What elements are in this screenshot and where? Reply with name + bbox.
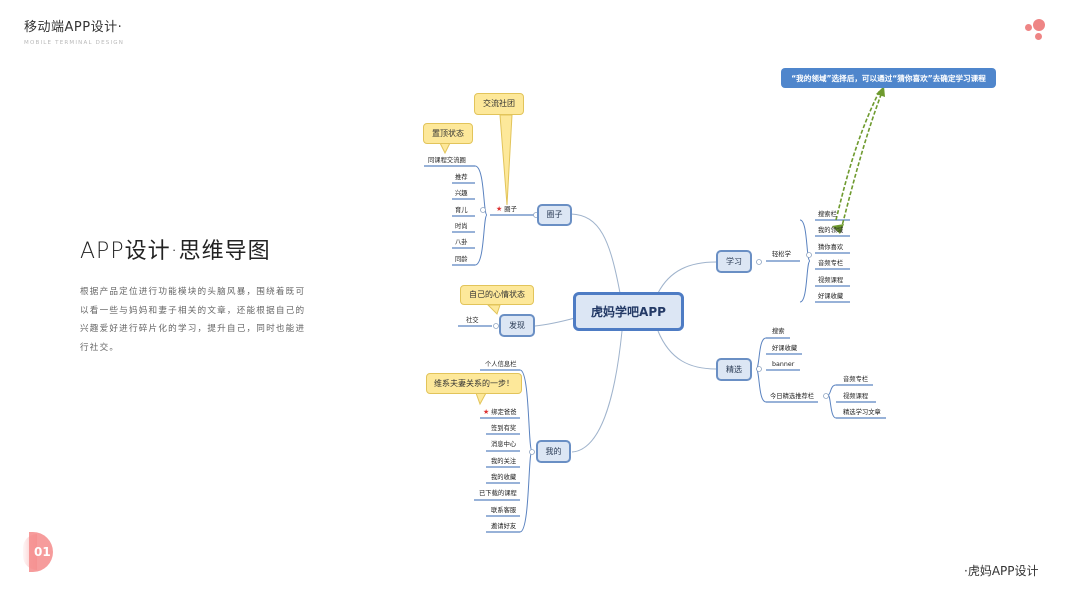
footer-brand: ·虎妈APP设计 [964, 564, 1039, 578]
leaf-item[interactable]: 我的收藏 [491, 474, 517, 481]
leaf-item[interactable]: 猜你喜欢 [818, 244, 844, 251]
leaf-item[interactable]: ★ 绑定爸爸 [483, 408, 517, 416]
page-title: APP设计·思维导图 [80, 239, 271, 264]
leaf-item[interactable]: 邀请好友 [491, 523, 517, 530]
leaf-item[interactable]: 消息中心 [491, 441, 517, 448]
leaf-item[interactable]: 时尚 [455, 223, 468, 230]
header-subtitle: MOBILE TERMINAL DESIGN [24, 40, 125, 46]
leaf-item[interactable]: 我的领域 [818, 227, 844, 234]
collapse-toggle [823, 393, 829, 399]
leaf-item[interactable]: 社交 [466, 317, 479, 324]
node-circle[interactable]: 圈子 [537, 204, 572, 226]
leaf-item[interactable]: 搜索 [772, 328, 785, 335]
callout-couple[interactable]: 维系夫妻关系的一步！ [426, 373, 522, 394]
callout-tail [486, 304, 501, 315]
leaf-item[interactable]: 同龄 [455, 256, 468, 263]
leaf-circle-sub[interactable]: ★ 圈子 [496, 205, 517, 213]
leaf-item[interactable]: 联系客服 [491, 507, 517, 514]
leaf-item[interactable]: 音频专栏 [818, 260, 844, 267]
leaf-item[interactable]: 八卦 [455, 239, 468, 246]
leaf-item[interactable]: 已下载的课程 [479, 490, 517, 497]
leaf-item[interactable]: 音频专栏 [843, 376, 869, 383]
connector-featured [657, 330, 717, 370]
leaf-item[interactable]: 推荐 [455, 174, 468, 181]
connector-mine [571, 330, 623, 453]
collapse-toggle [806, 252, 812, 258]
leaf-item[interactable]: 同课程交流圈 [428, 157, 466, 164]
page-description: 根据产品定位进行功能模块的头脑风暴，围绕着既可以看一些与妈妈和妻子相关的文章，还… [80, 287, 306, 353]
collapse-toggle [529, 449, 535, 455]
arrow-head-icon [832, 224, 844, 234]
callout-tail [475, 392, 487, 406]
callout-pin[interactable]: 置顶状态 [423, 123, 473, 144]
collapse-toggle [756, 259, 762, 265]
node-mine[interactable]: 我的 [536, 440, 571, 463]
logo-dots-icon [1022, 18, 1052, 44]
leaf-item[interactable]: 好课收藏 [772, 345, 798, 352]
callout-tail [499, 114, 513, 206]
page-number: 01 [34, 545, 51, 559]
callout-exchange[interactable]: 交流社团 [474, 93, 524, 115]
leaf-item[interactable]: 搜索栏 [818, 211, 837, 218]
collapse-toggle [480, 207, 486, 213]
leaf-item[interactable]: 签到有奖 [491, 425, 517, 432]
connector-circle [570, 213, 621, 294]
connector-discover [534, 317, 576, 327]
leaf-item[interactable]: 精选学习文章 [843, 409, 881, 416]
leaf-item[interactable]: 育儿 [455, 207, 468, 214]
leaf-study-sub[interactable]: 轻松学 [772, 251, 791, 258]
leaf-item[interactable]: 我的关注 [491, 458, 517, 465]
arrow-head-icon [876, 86, 885, 97]
leaf-item[interactable]: 今日精选推荐栏 [770, 393, 815, 400]
star-icon: ★ [496, 205, 503, 213]
leaf-item[interactable]: 个人信息栏 [485, 361, 517, 368]
node-featured[interactable]: 精选 [716, 358, 752, 381]
header-title: 移动端APP设计· [24, 20, 123, 35]
leaf-item[interactable]: 视频课程 [843, 393, 869, 400]
leaf-item[interactable]: 视频课程 [818, 277, 844, 284]
node-discover[interactable]: 发现 [499, 314, 535, 337]
leaf-item[interactable]: 好课收藏 [818, 293, 844, 300]
callout-mood[interactable]: 自己的心情状态 [460, 285, 534, 305]
node-study[interactable]: 学习 [716, 250, 752, 273]
connector-study [657, 261, 717, 294]
star-icon: ★ [483, 408, 490, 416]
root-node[interactable]: 虎妈学吧APP [573, 292, 684, 331]
leaf-item[interactable]: banner [772, 361, 795, 368]
note-box[interactable]: “我的领域”选择后，可以通过“猜你喜欢”去确定学习课程 [781, 68, 996, 88]
leaf-item[interactable]: 兴趣 [455, 190, 468, 197]
collapse-toggle [756, 366, 762, 372]
collapse-toggle [493, 323, 499, 329]
dashed-arrow [835, 89, 883, 231]
page-number-badge: 01 [23, 532, 59, 572]
callout-tail [439, 142, 451, 155]
